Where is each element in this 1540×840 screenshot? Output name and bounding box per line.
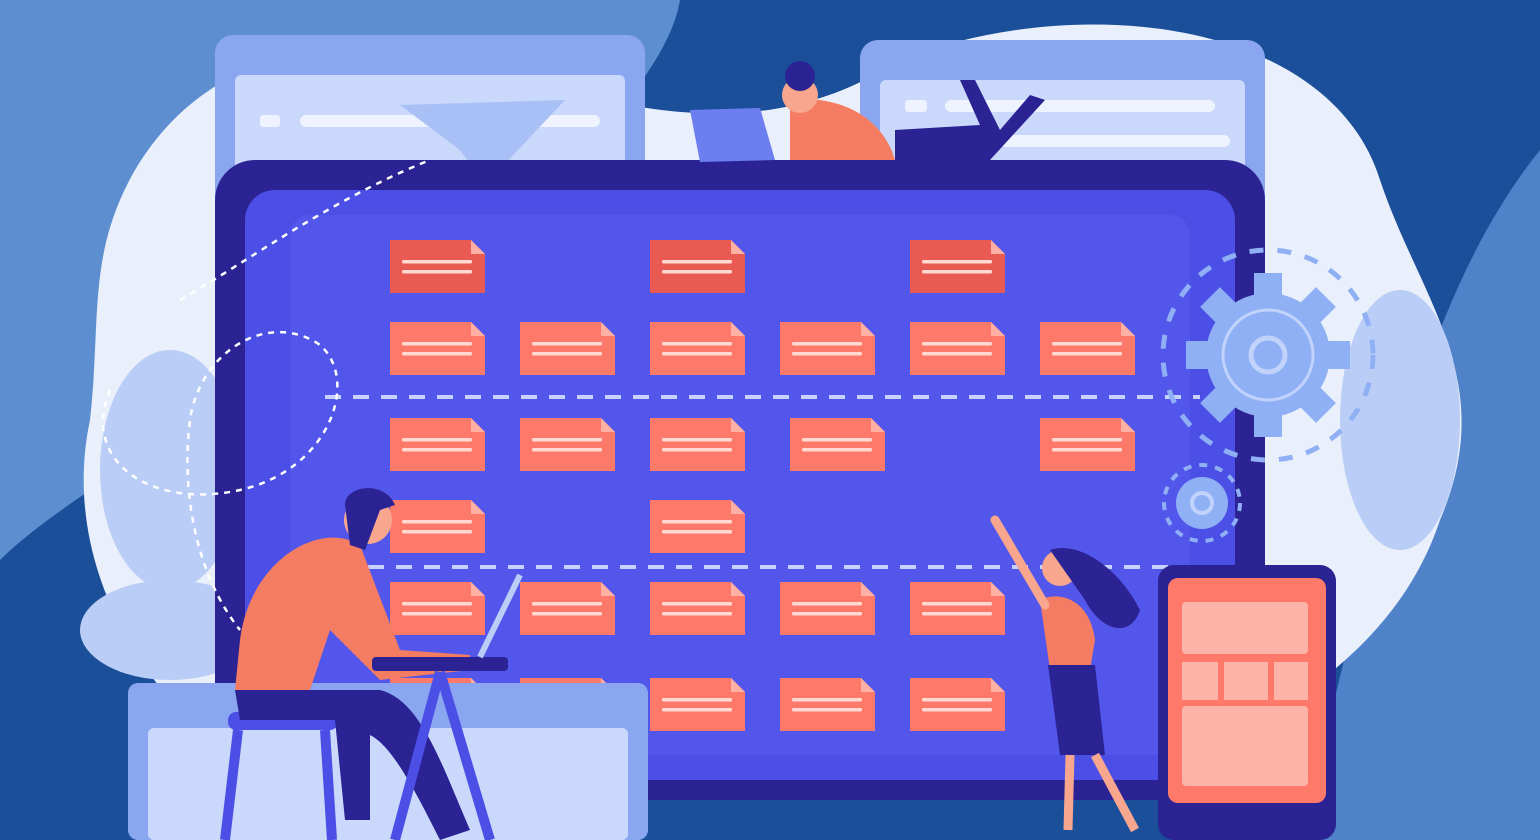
task-card[interactable]	[1040, 418, 1135, 471]
task-card[interactable]	[910, 240, 1005, 293]
card-text-line	[922, 342, 992, 346]
leaf-left	[100, 350, 240, 590]
tablet-block	[1274, 662, 1308, 700]
panel-line	[905, 100, 927, 112]
task-card[interactable]	[520, 322, 615, 375]
tablet-block	[1182, 662, 1218, 700]
card-text-line	[402, 520, 472, 524]
tablet-block	[1182, 602, 1308, 654]
card-text-line	[402, 342, 472, 346]
card-text-line	[802, 448, 872, 452]
card-text-line	[662, 260, 732, 264]
card-text-line	[532, 352, 602, 356]
task-card[interactable]	[780, 322, 875, 375]
task-card[interactable]	[790, 418, 885, 471]
card-text-line	[662, 530, 732, 534]
person-at-laptop	[220, 488, 523, 840]
card-text-line	[662, 270, 732, 274]
card-text-line	[532, 448, 602, 452]
person-pointing	[990, 515, 1140, 833]
task-card[interactable]	[650, 240, 745, 293]
task-card[interactable]	[650, 500, 745, 553]
gear-small-icon	[1162, 463, 1242, 543]
card-text-line	[802, 438, 872, 442]
tablet-block	[1182, 706, 1308, 786]
panel-line	[945, 100, 1215, 112]
card-text-line	[1052, 448, 1122, 452]
card-text-line	[402, 260, 472, 264]
card-text-line	[662, 612, 732, 616]
task-card[interactable]	[520, 418, 615, 471]
task-card[interactable]	[390, 500, 485, 553]
card-text-line	[662, 520, 732, 524]
card-text-line	[792, 352, 862, 356]
card-text-line	[922, 260, 992, 264]
card-text-line	[402, 448, 472, 452]
card-text-line	[662, 602, 732, 606]
card-text-line	[402, 612, 472, 616]
card-text-line	[402, 530, 472, 534]
card-text-line	[402, 352, 472, 356]
task-card[interactable]	[650, 678, 745, 731]
card-text-line	[792, 708, 862, 712]
task-card[interactable]	[650, 582, 745, 635]
card-text-line	[532, 438, 602, 442]
card-text-line	[922, 698, 992, 702]
dotted-loop	[101, 330, 339, 631]
task-card[interactable]	[390, 240, 485, 293]
leaf-right	[1340, 290, 1460, 550]
paper-plane-icon	[400, 100, 565, 185]
card-text-line	[662, 438, 732, 442]
task-card[interactable]	[650, 322, 745, 375]
person-lying-on-laptop	[690, 61, 1045, 162]
task-card[interactable]	[1040, 322, 1135, 375]
task-card[interactable]	[910, 322, 1005, 375]
card-text-line	[532, 602, 602, 606]
task-card[interactable]	[910, 678, 1005, 731]
card-text-line	[402, 602, 472, 606]
task-card[interactable]	[780, 582, 875, 635]
task-card[interactable]	[390, 322, 485, 375]
card-text-line	[922, 708, 992, 712]
card-text-line	[1052, 438, 1122, 442]
card-text-line	[662, 698, 732, 702]
task-card[interactable]	[650, 418, 745, 471]
task-card[interactable]	[780, 678, 875, 731]
task-card[interactable]	[520, 582, 615, 635]
card-text-line	[662, 708, 732, 712]
gear-large-icon	[1160, 247, 1376, 463]
card-text-line	[1052, 352, 1122, 356]
card-text-line	[532, 342, 602, 346]
card-text-line	[402, 438, 472, 442]
card-text-line	[402, 270, 472, 274]
task-card[interactable]	[910, 582, 1005, 635]
card-text-line	[532, 612, 602, 616]
card-text-line	[922, 612, 992, 616]
plane-trail	[179, 158, 431, 302]
card-text-line	[662, 448, 732, 452]
panel-line	[260, 115, 280, 127]
card-text-line	[792, 612, 862, 616]
card-text-line	[922, 270, 992, 274]
task-card[interactable]	[390, 582, 485, 635]
card-text-line	[792, 342, 862, 346]
card-text-line	[792, 602, 862, 606]
panel-line	[1000, 135, 1230, 147]
tablet-block	[1224, 662, 1268, 700]
card-text-line	[922, 602, 992, 606]
card-text-line	[792, 698, 862, 702]
card-text-line	[1052, 342, 1122, 346]
card-text-line	[922, 352, 992, 356]
card-text-line	[662, 352, 732, 356]
card-text-line	[662, 342, 732, 346]
task-card[interactable]	[390, 418, 485, 471]
bottom-panel-content	[148, 728, 628, 840]
